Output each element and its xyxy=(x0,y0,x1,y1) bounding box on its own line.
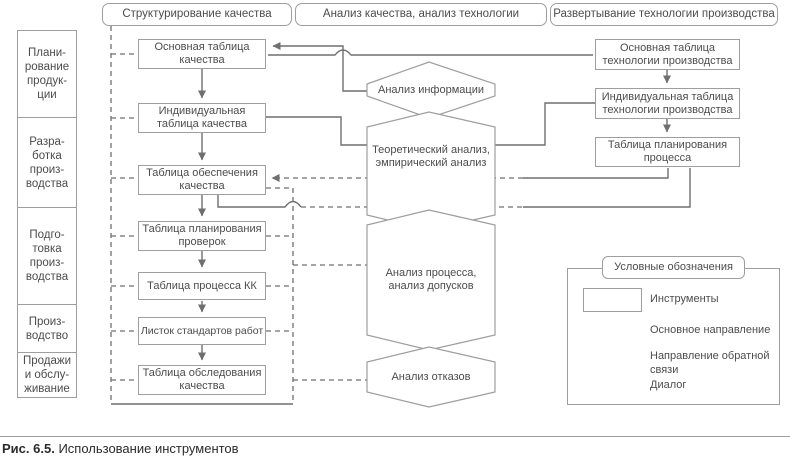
dialog-tech-main-to-quality-main xyxy=(268,49,593,56)
information-analysis-hexagon xyxy=(366,61,496,119)
legend-dialog-label: Диалог xyxy=(650,379,687,391)
legend-title: Условные обозначения xyxy=(602,256,745,279)
dialog-process-planning-to-assurance-solid xyxy=(523,168,669,179)
main-production-tech-table-box: Основная таблица технологии производства xyxy=(595,39,740,70)
header-quality-tech-analysis: Анализ качества, анализ технологии xyxy=(295,3,547,26)
feedback-right-vertical-line xyxy=(266,187,294,404)
legend-feedback-label: Направление обратной связи xyxy=(650,350,770,376)
individual-quality-table-box: Индивидуальная таблица качества xyxy=(138,103,266,133)
failure-analysis-label: Анализ отказов xyxy=(391,370,471,383)
process-tolerance-analysis-label: Анализ процесса, анализ допусков xyxy=(385,267,477,292)
qc-process-table-box: Таблица процесса КК xyxy=(138,272,266,300)
theoretical-empirical-analysis-label: Теоретический анализ, эмпирический анали… xyxy=(372,144,490,169)
dialog-assurance-to-process-planning xyxy=(217,195,302,208)
legend-tools-label: Инструменты xyxy=(650,293,719,305)
figure-caption: Рис. 6.5. Использование инструментов xyxy=(2,441,239,456)
phase-production-preparation: Подго- товка произ- водства xyxy=(17,207,77,305)
phase-production-development: Разра- ботка произ- водства xyxy=(17,117,77,208)
caption-divider xyxy=(0,436,790,437)
figure-caption-number: Рис. 6.5. xyxy=(2,441,55,456)
phase-sales-service: Продажи и обслу- живание xyxy=(17,352,77,398)
dialog-tech-individual-to-theory xyxy=(495,102,595,146)
legend-tools-swatch xyxy=(583,288,642,312)
legend-main-direction-label: Основное направление xyxy=(650,324,771,336)
phase-product-planning: Плани- рование продук- ции xyxy=(17,30,77,118)
header-tech-deployment: Развертывание технологии производства xyxy=(550,3,778,26)
dialog-process-planning-right-segment xyxy=(523,168,691,208)
work-standards-sheet-box: Листок стандартов работ xyxy=(138,317,266,345)
arrow-info-analysis-to-quality-main xyxy=(272,42,367,92)
failure-analysis-hexagon xyxy=(366,346,496,408)
dialog-individual-quality-to-theory xyxy=(266,116,367,146)
information-analysis-label: Анализ информации xyxy=(378,83,484,96)
theoretical-empirical-analysis-hexagon xyxy=(366,111,496,231)
process-tolerance-analysis-hexagon xyxy=(366,209,496,351)
figure-caption-text: Использование инструментов xyxy=(58,441,239,456)
main-quality-table-box: Основная таблица качества xyxy=(138,39,266,69)
header-quality-structuring: Структурирование качества xyxy=(102,3,292,26)
individual-production-tech-table-box: Индивидуальная таблица технологии произв… xyxy=(595,88,740,119)
quality-assurance-table-box: Таблица обеспечения качества xyxy=(138,165,266,195)
process-planning-table-box: Таблица планирования процесса xyxy=(595,137,740,167)
inspection-planning-table-box: Таблица планирования проверок xyxy=(138,221,266,251)
quality-survey-table-box: Таблица обследования качества xyxy=(138,365,266,395)
phase-production: Произ- водство xyxy=(17,304,77,353)
